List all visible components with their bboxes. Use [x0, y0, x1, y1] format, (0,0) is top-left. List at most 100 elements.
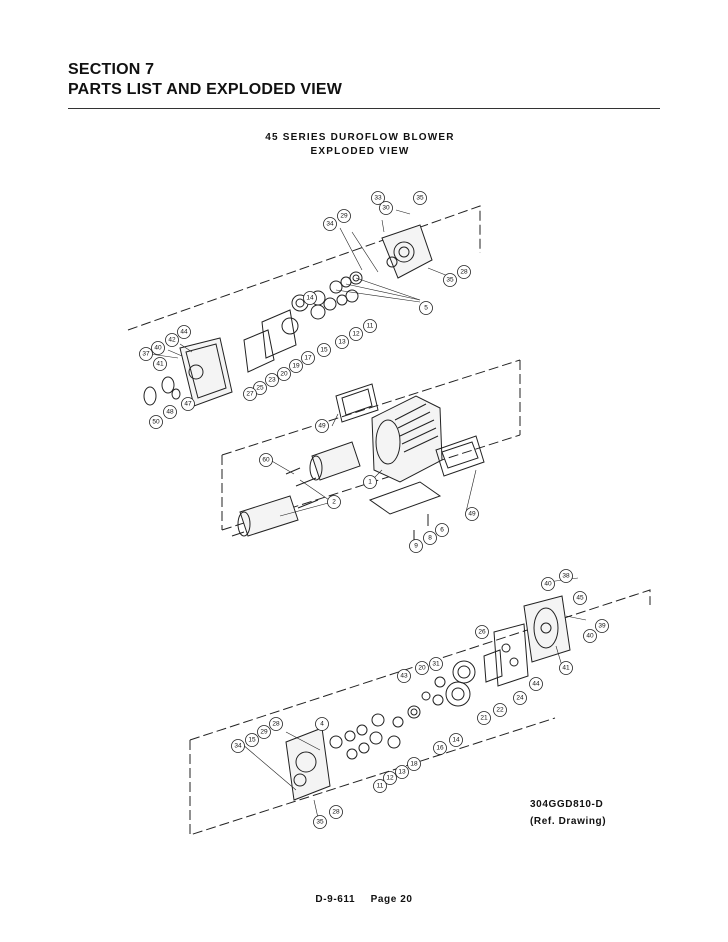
- top-gear-cover: [143, 337, 233, 407]
- callout: 23: [265, 373, 279, 387]
- callout: 40: [541, 577, 555, 591]
- callout: 13: [335, 335, 349, 349]
- document-number: D-9-611: [315, 894, 356, 905]
- svg-text:15: 15: [320, 347, 328, 354]
- svg-text:47: 47: [184, 401, 192, 408]
- callout: 25: [253, 381, 267, 395]
- callout: 1: [363, 475, 377, 489]
- top-assembly-frame: [127, 205, 481, 331]
- bolts-middle: [413, 514, 429, 540]
- svg-text:38: 38: [562, 573, 570, 580]
- callout: 28: [329, 805, 343, 819]
- callout: 26: [475, 625, 489, 639]
- middle-assembly-top-edge: [221, 359, 521, 456]
- svg-text:35: 35: [416, 195, 424, 202]
- callout: 31: [429, 657, 443, 671]
- callout: 12: [383, 771, 397, 785]
- svg-text:2: 2: [332, 499, 336, 506]
- impeller-lower: [231, 495, 319, 537]
- svg-text:4: 4: [320, 721, 324, 728]
- svg-text:6: 6: [440, 527, 444, 534]
- svg-text:44: 44: [532, 681, 540, 688]
- callout: 48: [163, 405, 177, 419]
- top-bearings-seals: [281, 271, 363, 335]
- callout: 39: [595, 619, 609, 633]
- callout: 41: [559, 661, 573, 675]
- callout: 60: [259, 453, 273, 467]
- callout: 35: [443, 273, 457, 287]
- svg-text:5: 5: [424, 305, 428, 312]
- svg-text:31: 31: [432, 661, 440, 668]
- svg-text:11: 11: [377, 783, 384, 790]
- callout: 38: [559, 569, 573, 583]
- svg-text:39: 39: [598, 623, 606, 630]
- svg-text:28: 28: [332, 809, 340, 816]
- svg-text:50: 50: [152, 419, 160, 426]
- mounting-foot: [368, 481, 442, 515]
- callout: 40: [151, 341, 165, 355]
- callout: 22: [493, 703, 507, 717]
- svg-text:48: 48: [166, 409, 174, 416]
- svg-text:12: 12: [386, 775, 394, 782]
- bottom-gears: [421, 660, 476, 707]
- svg-text:22: 22: [496, 707, 504, 714]
- callout: 50: [149, 415, 163, 429]
- svg-text:34: 34: [234, 743, 242, 750]
- svg-text:15: 15: [248, 737, 256, 744]
- svg-text:13: 13: [338, 339, 346, 346]
- svg-text:42: 42: [168, 337, 176, 344]
- callout: 44: [529, 677, 543, 691]
- callout: 49: [315, 419, 329, 433]
- callout: 27: [243, 387, 257, 401]
- svg-text:8: 8: [428, 535, 432, 542]
- page-footer: D-9-611 Page 20: [0, 894, 728, 905]
- svg-text:40: 40: [544, 581, 552, 588]
- impeller-upper: [285, 441, 361, 487]
- svg-text:24: 24: [516, 695, 524, 702]
- callout: 11: [363, 319, 377, 333]
- callout: 37: [139, 347, 153, 361]
- callout: 42: [165, 333, 179, 347]
- svg-text:19: 19: [292, 363, 300, 370]
- svg-text:9: 9: [414, 543, 418, 550]
- bottom-assembly-frame-upper: [189, 589, 651, 741]
- bottom-plate: [483, 623, 529, 687]
- callout: 35: [413, 191, 427, 205]
- svg-text:25: 25: [256, 385, 264, 392]
- callout: 49: [465, 507, 479, 521]
- callout: 24: [513, 691, 527, 705]
- callout: 19: [289, 359, 303, 373]
- callout: 14: [449, 733, 463, 747]
- callout: 45: [573, 591, 587, 605]
- svg-text:28: 28: [272, 721, 280, 728]
- svg-text:27: 27: [246, 391, 254, 398]
- svg-text:29: 29: [340, 213, 348, 220]
- gasket-right: [435, 435, 485, 477]
- drawing-title-line2: EXPLODED VIEW: [310, 146, 410, 157]
- reference-label: (Ref. Drawing): [530, 816, 607, 827]
- leader-lines: [149, 209, 587, 819]
- svg-text:35: 35: [316, 819, 324, 826]
- svg-text:49: 49: [468, 511, 476, 518]
- callout: 28: [269, 717, 283, 731]
- reference-drawing-note: 304GGD810-D (Ref. Drawing): [530, 796, 650, 830]
- bottom-assembly-frame: [189, 717, 556, 836]
- callout: 33: [371, 191, 385, 205]
- callout: 21: [477, 711, 491, 725]
- section-title: PARTS LIST AND EXPLODED VIEW: [68, 81, 343, 98]
- svg-text:20: 20: [280, 371, 288, 378]
- callout: 18: [407, 757, 421, 771]
- callout: 2: [327, 495, 341, 509]
- svg-text:45: 45: [576, 595, 584, 602]
- bottom-end-cover: [523, 595, 571, 663]
- svg-text:37: 37: [142, 351, 150, 358]
- svg-text:49: 49: [318, 423, 326, 430]
- callout: 34: [231, 739, 245, 753]
- callout: 12: [349, 327, 363, 341]
- callout: 44: [177, 325, 191, 339]
- svg-text:11: 11: [367, 323, 374, 330]
- svg-text:1: 1: [368, 479, 372, 486]
- callout: 41: [153, 357, 167, 371]
- svg-text:30: 30: [382, 205, 390, 212]
- callout: 17: [301, 351, 315, 365]
